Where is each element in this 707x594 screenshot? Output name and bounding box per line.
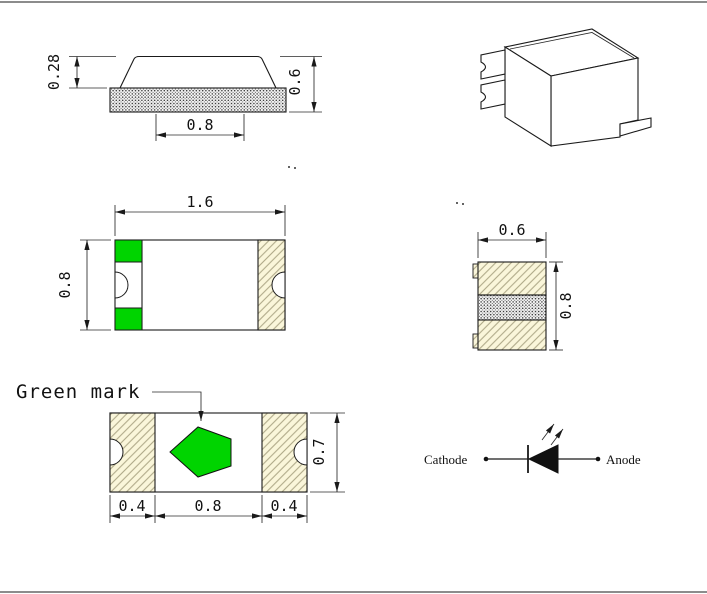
bottom-view-green-mark-pentagon: [169, 426, 232, 478]
isometric-view: [480, 28, 652, 147]
dim-value-0-4-right: 0.4: [270, 497, 297, 515]
top-view-left-notch: [114, 271, 129, 299]
iso-castellation-tab-upper: [480, 49, 506, 80]
dim-value-0-28: 0.28: [45, 54, 63, 90]
iso-top-bevel-line: [509, 32, 635, 59]
stray-mark: [288, 166, 290, 168]
dim-value-0-6: 0.6: [498, 221, 525, 239]
light-emission-arrow: [550, 428, 564, 446]
anode-terminal-dot: [595, 456, 601, 462]
dim-value-0-8: 0.8: [186, 116, 213, 134]
iso-bottom-terminal-ledge: [619, 117, 652, 137]
end-view: 0.6 0.8: [472, 221, 575, 351]
dim-value-0-6: 0.6: [286, 68, 304, 95]
top-view-green-mark-upper: [114, 239, 143, 263]
end-view-top-terminal: [477, 261, 547, 296]
dim-top-length: 1.6: [114, 193, 286, 236]
green-mark-label: Green mark: [16, 381, 140, 403]
side-view-base-metallization: [109, 87, 287, 113]
top-view: 1.6 0.8: [56, 193, 286, 331]
light-emission-arrow: [541, 423, 555, 441]
dim-side-total-height: 0.6: [280, 56, 322, 113]
side-view-body: [119, 55, 277, 89]
green-mark-leader-line: [152, 391, 204, 421]
iso-castellation-tab-lower: [480, 79, 506, 110]
dim-value-0-4-left: 0.4: [118, 497, 145, 515]
end-view-left-tab-lower: [472, 333, 479, 349]
dim-top-width: 0.8: [56, 239, 111, 331]
dim-end-width: 0.6: [477, 221, 547, 258]
stray-mark: [462, 203, 464, 205]
top-view-body: [114, 239, 286, 331]
bottom-view-right-notch: [293, 438, 308, 466]
dim-bottom-height: 0.7: [310, 412, 345, 493]
bottom-view: Green mark 0.7 0.4 0.8 0.4: [16, 381, 345, 523]
dim-value-0-8: 0.8: [557, 292, 575, 319]
green-mark-callout: Green mark: [16, 381, 204, 421]
diode-triangle: [527, 444, 559, 474]
end-view-bottom-terminal: [477, 319, 547, 351]
top-view-right-notch: [271, 271, 286, 299]
dim-value-0-8: 0.8: [56, 271, 74, 298]
dim-value-1-6: 1.6: [186, 193, 213, 211]
dim-side-base-height: 0.28: [45, 54, 116, 90]
dim-value-0-7: 0.7: [310, 438, 328, 465]
end-view-middle-section: [477, 294, 547, 321]
stray-marks: [288, 166, 464, 205]
polarity-symbol: Cathode Anode: [424, 423, 641, 474]
end-view-left-tab-upper: [472, 263, 479, 279]
dim-side-top-width: 0.8: [155, 114, 245, 141]
top-view-green-mark-lower: [114, 307, 143, 331]
dim-value-0-8-center: 0.8: [194, 497, 221, 515]
dim-end-height: 0.8: [549, 261, 575, 351]
dim-bottom-chain: 0.4 0.8 0.4: [109, 495, 308, 523]
stray-mark: [456, 202, 458, 204]
bottom-view-left-notch: [109, 438, 124, 466]
stray-mark: [294, 167, 296, 169]
anode-label: Anode: [606, 452, 641, 467]
side-view: 0.28 0.6 0.8: [45, 54, 322, 141]
cathode-label: Cathode: [424, 452, 468, 467]
